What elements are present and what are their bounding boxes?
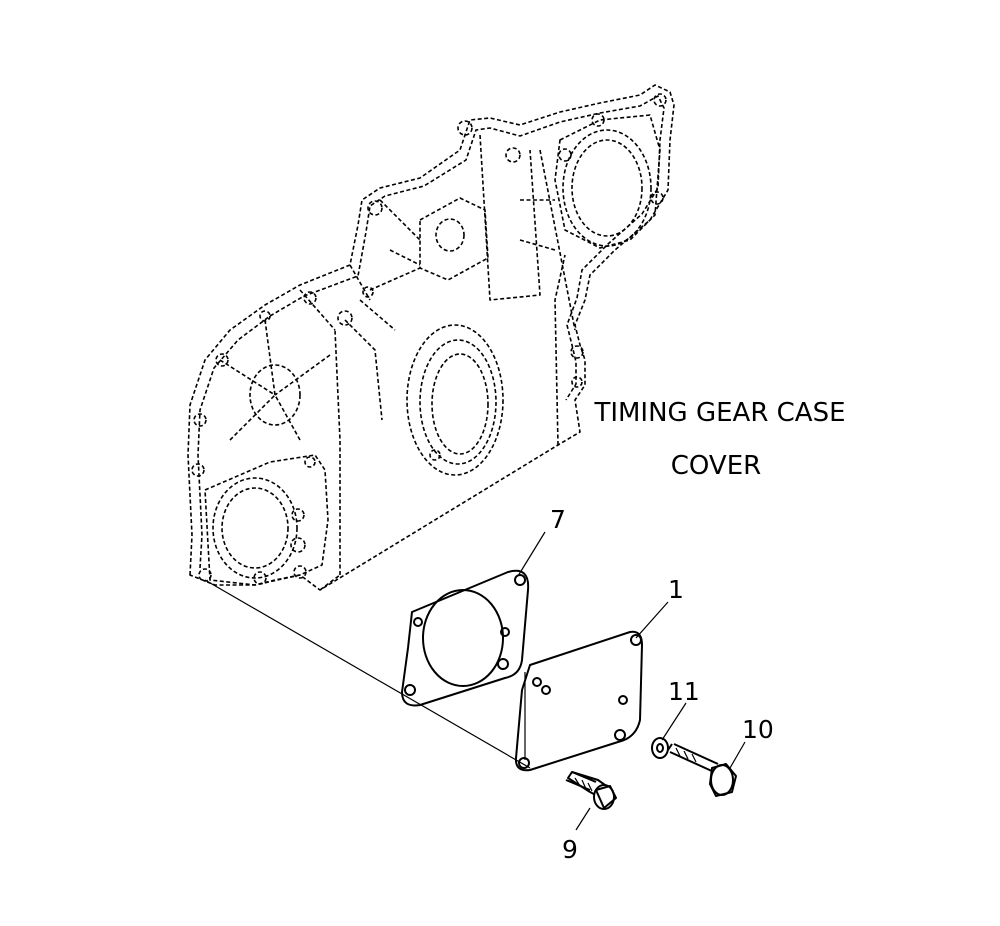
- callout-9: 9: [562, 835, 578, 864]
- leader-lines: [517, 531, 746, 831]
- callout-11: 11: [668, 677, 700, 706]
- washer-part-11: [651, 737, 669, 759]
- diagram-title-line-1: TIMING GEAR CASE: [593, 398, 845, 428]
- bolt-part-10: [667, 743, 737, 797]
- callout-10: 10: [742, 715, 774, 744]
- timing-gear-case: [187, 84, 675, 591]
- alignment-line: [204, 579, 531, 769]
- cover-plate-part-1: [514, 630, 643, 772]
- bolt-part-9: [565, 771, 617, 810]
- diagram-title-line-2: COVER: [671, 451, 761, 481]
- gasket-part-7: [401, 569, 530, 707]
- callout-7: 7: [550, 505, 566, 534]
- callout-1: 1: [668, 575, 684, 604]
